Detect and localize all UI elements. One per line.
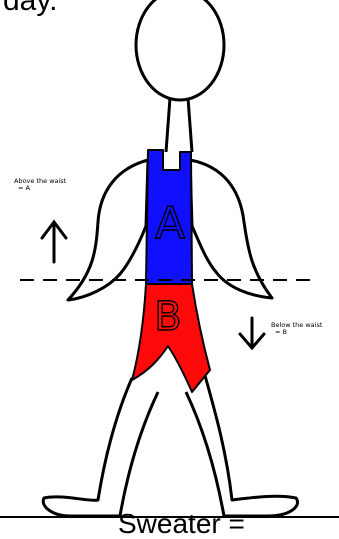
head-outline xyxy=(136,0,224,100)
right-leg-outline xyxy=(186,372,298,516)
lower-body-letter: B xyxy=(154,294,181,340)
footer-fragment-text: Sweater = xyxy=(118,510,245,538)
below-waist-note-line2: = B xyxy=(271,329,322,336)
right-arm-outline xyxy=(190,160,272,298)
arrow-up-icon xyxy=(42,222,66,262)
above-waist-note-line2: = A xyxy=(14,185,66,192)
upper-body-letter: A xyxy=(155,198,185,249)
left-leg-outline xyxy=(43,378,158,516)
neck-outline xyxy=(166,98,192,152)
below-waist-note: Below the waist = B xyxy=(271,322,322,336)
above-waist-note: Above the waist = A xyxy=(14,178,66,192)
arrow-down-icon xyxy=(240,318,264,348)
header-fragment-text: day. xyxy=(3,0,57,16)
